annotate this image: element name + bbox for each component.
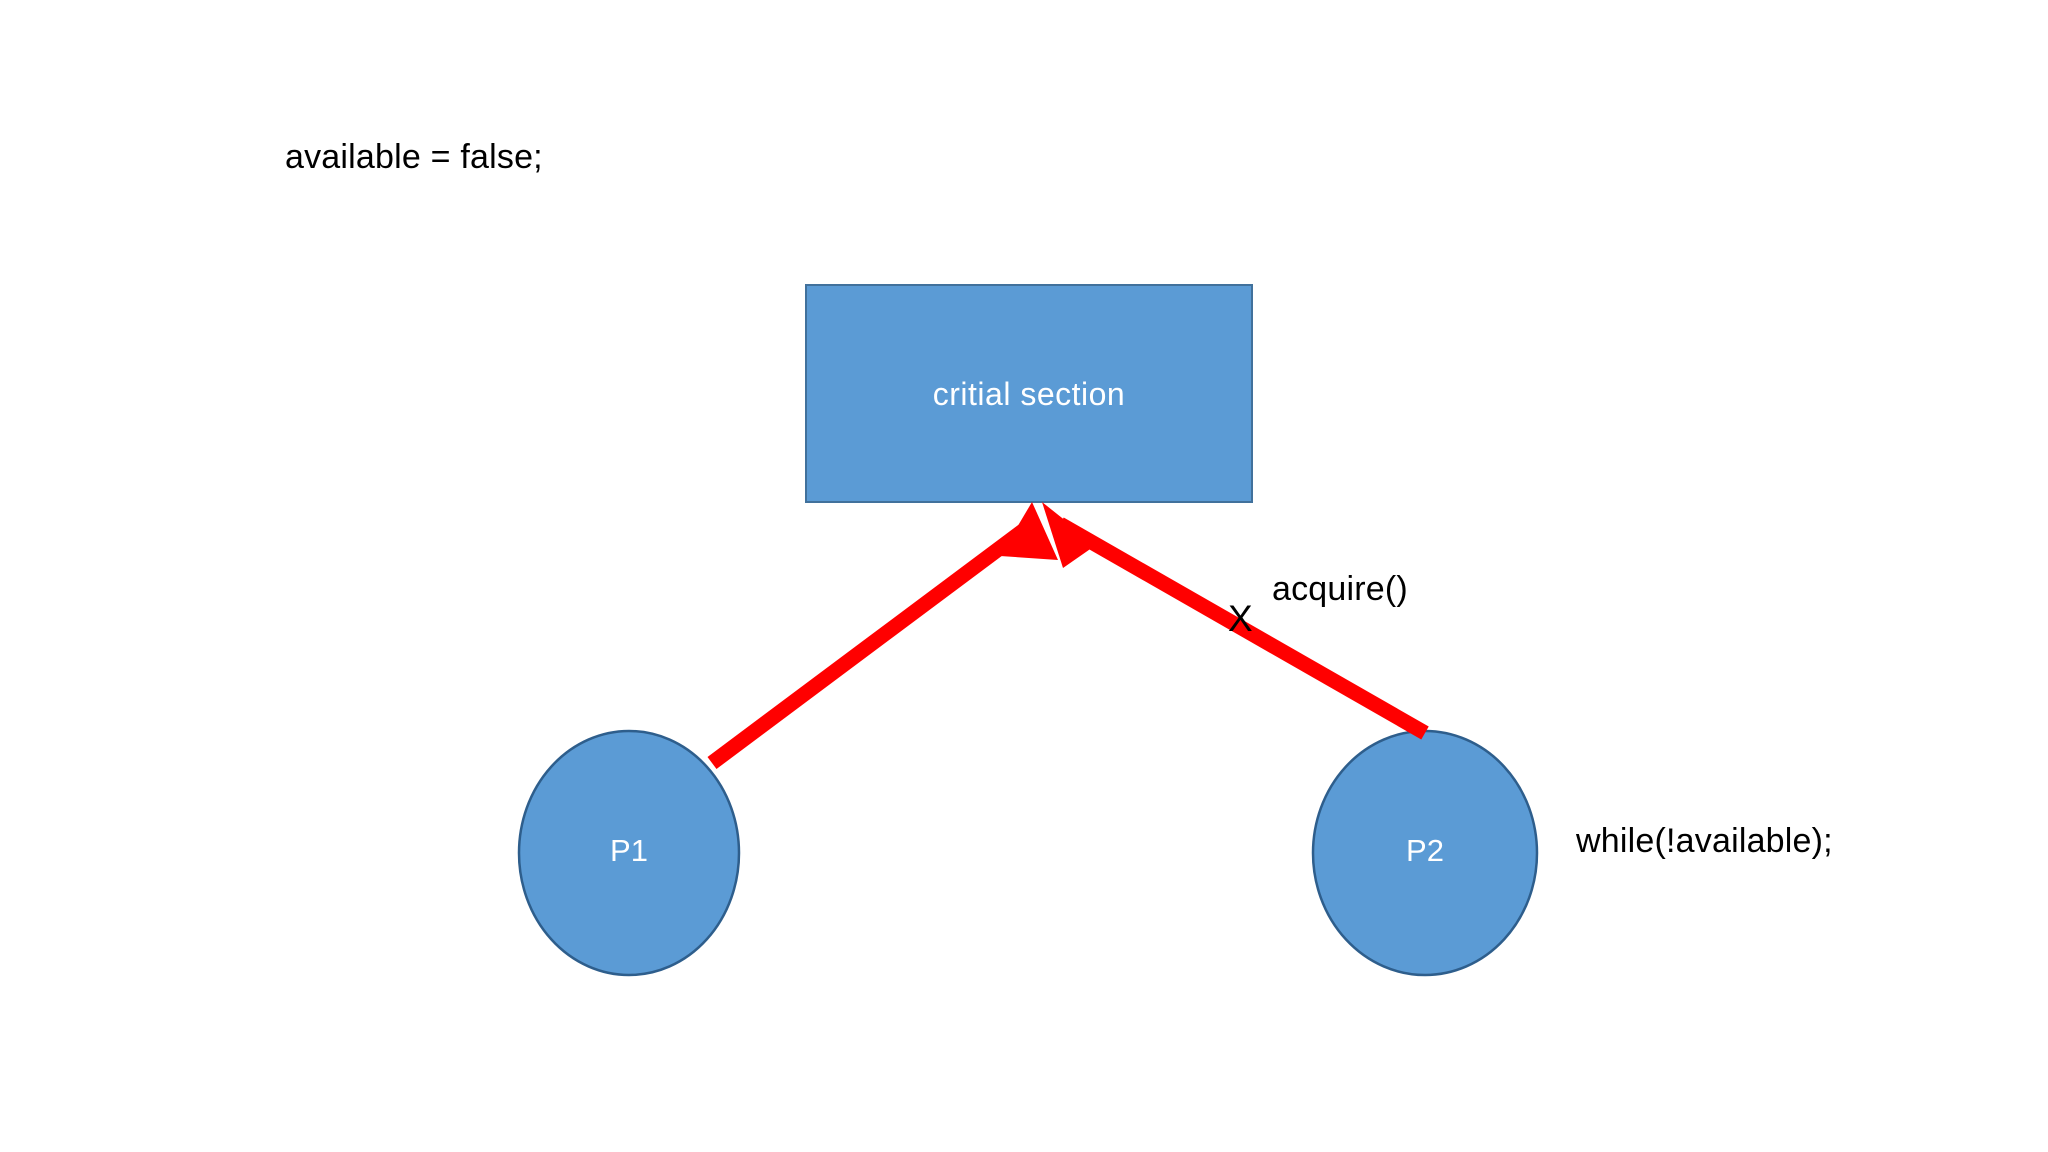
annotation-while-available: while(!available); xyxy=(1576,822,1833,860)
annotation-acquire: acquire() xyxy=(1272,570,1408,608)
arrow-p1-to-critical-section xyxy=(707,502,1058,770)
blocked-x-marker: X xyxy=(1228,598,1253,639)
process-node-p2[interactable] xyxy=(1311,729,1539,977)
critical-section-box[interactable] xyxy=(805,284,1253,503)
process-node-p1[interactable] xyxy=(517,729,741,977)
arrow-p2-to-critical-section xyxy=(1042,502,1429,740)
annotation-available-false: available = false; xyxy=(285,138,543,176)
